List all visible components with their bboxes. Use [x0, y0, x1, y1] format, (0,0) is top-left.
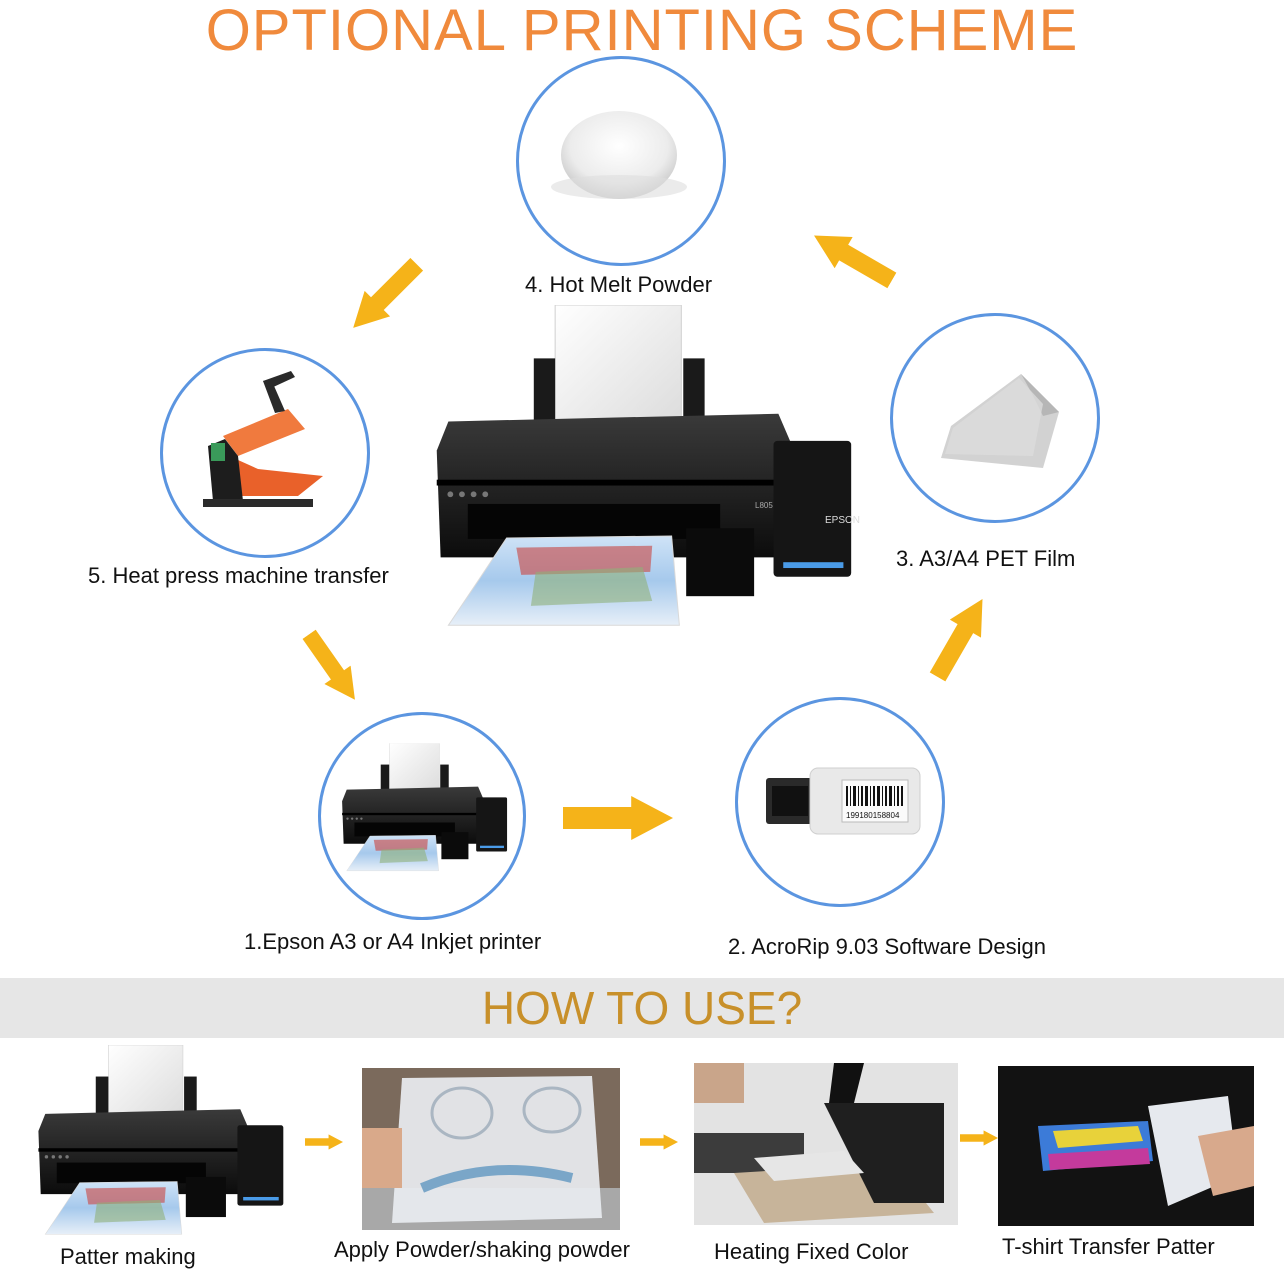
bottom-label-1: Patter making — [60, 1244, 196, 1269]
inkjet-printer-circle — [318, 712, 526, 920]
step-3-label: 3. A3/A4 PET Film — [896, 546, 1076, 571]
arrow-up-left-icon — [805, 220, 901, 296]
dongle-code: 199180158804 — [846, 811, 900, 820]
step-2-label: 2. AcroRip 9.03 Software Design — [728, 934, 1046, 959]
arrow-down-right-icon — [295, 624, 369, 709]
arrow-right-icon — [960, 1124, 998, 1152]
howto-band — [0, 978, 1284, 1038]
printer-brand: EPSON — [825, 515, 861, 526]
patter-making-photo — [30, 1045, 290, 1240]
arrow-up-right-icon — [922, 590, 998, 686]
heat-press-circle — [160, 348, 370, 558]
apply-powder-photo — [362, 1068, 620, 1230]
step-5-label: 5. Heat press machine transfer — [88, 563, 389, 588]
arrow-right-icon — [640, 1128, 678, 1156]
hot-melt-powder-circle — [516, 56, 726, 266]
bottom-label-3: Heating Fixed Color — [714, 1239, 909, 1264]
step-4-label: 4. Hot Melt Powder — [525, 272, 713, 297]
usb-dongle-image — [766, 767, 921, 835]
printer-model: L805 — [755, 501, 773, 510]
arrow-right-icon — [562, 796, 674, 840]
dongle-circle: 199180158804 — [735, 697, 945, 907]
heat-press-image — [203, 371, 323, 507]
step-1-label: 1.Epson A3 or A4 Inkjet printer — [244, 929, 542, 954]
howto-title: HOW TO USE? — [481, 982, 803, 1034]
arrow-down-left-icon — [340, 251, 429, 340]
pet-film-image — [941, 374, 1059, 468]
arrow-right-icon — [305, 1128, 343, 1156]
page-title: OPTIONAL PRINTING SCHEME — [205, 0, 1079, 63]
powder-pile-image — [551, 111, 687, 199]
heating-fixed-photo — [694, 1063, 958, 1225]
bottom-label-2: Apply Powder/shaking powder — [334, 1237, 630, 1262]
bottom-label-4: T-shirt Transfer Patter — [1002, 1234, 1215, 1259]
main-printer-image: EPSON L805 — [420, 305, 865, 635]
pet-film-circle — [890, 313, 1100, 523]
tshirt-transfer-photo — [998, 1066, 1254, 1226]
